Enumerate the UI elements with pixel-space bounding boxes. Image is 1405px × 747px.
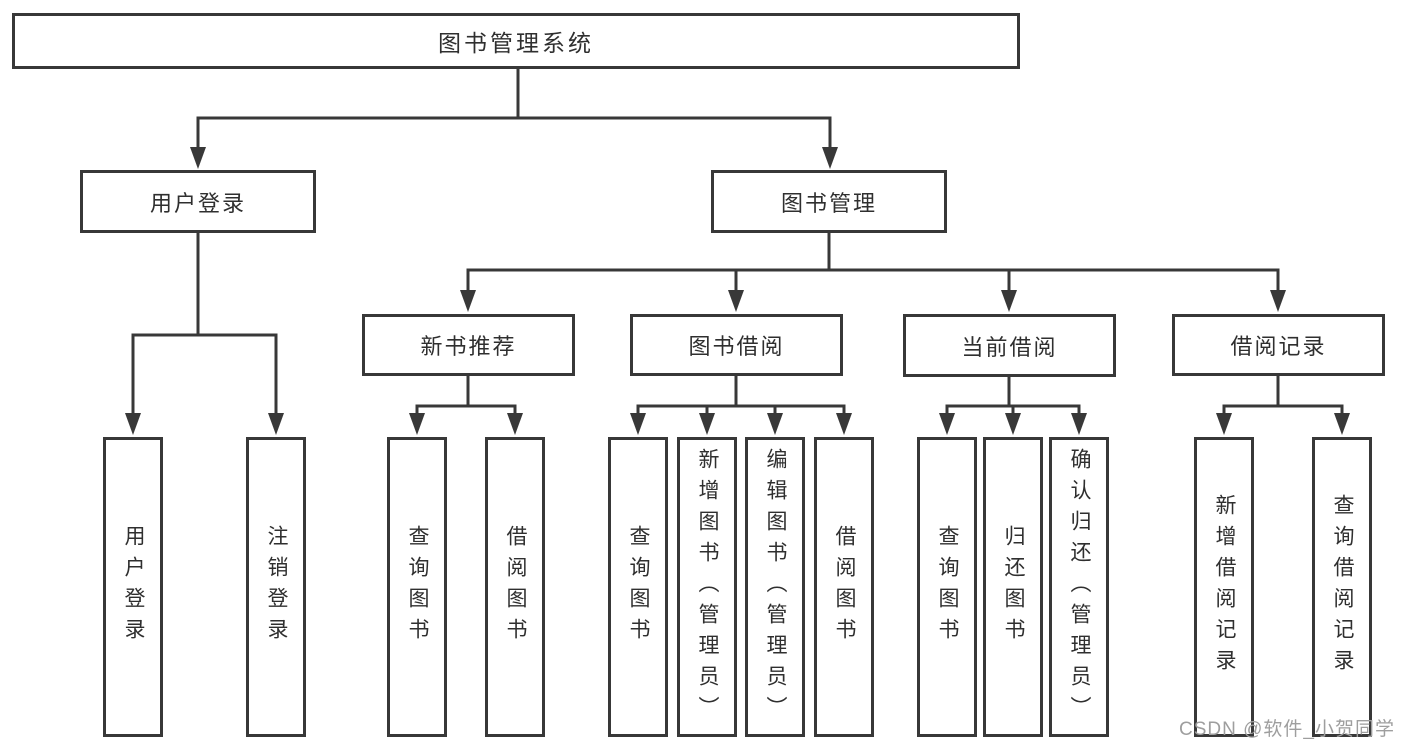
node-user-login: 用户登录 <box>80 170 316 233</box>
csdn-watermark: CSDN @软件_小贺同学 <box>1179 719 1395 740</box>
node-new-book-recommend: 新书推荐 <box>362 314 575 376</box>
leaf-user-login: 用户登录 <box>103 437 163 737</box>
leaf-query-books-borrow: 查询图书 <box>608 437 668 737</box>
leaf-borrow-books: 借阅图书 <box>814 437 874 737</box>
leaf-confirm-return-admin: 确认归还（管理员） <box>1049 437 1109 737</box>
leaf-query-books-current: 查询图书 <box>917 437 977 737</box>
node-current-borrow: 当前借阅 <box>903 314 1116 377</box>
arrowheads <box>125 147 1350 435</box>
leaf-add-book-admin: 新增图书（管理员） <box>677 437 737 737</box>
leaf-query-books-recommend: 查询图书 <box>387 437 447 737</box>
leaf-logout-login: 注销登录 <box>246 437 306 737</box>
node-book-management: 图书管理 <box>711 170 947 233</box>
leaf-borrow-books-recommend: 借阅图书 <box>485 437 545 737</box>
node-book-borrow: 图书借阅 <box>630 314 843 376</box>
leaf-add-borrow-record: 新增借阅记录 <box>1194 437 1254 737</box>
node-borrow-records: 借阅记录 <box>1172 314 1385 376</box>
leaf-query-borrow-record: 查询借阅记录 <box>1312 437 1372 737</box>
leaf-return-book: 归还图书 <box>983 437 1043 737</box>
leaf-edit-book-admin: 编辑图书（管理员） <box>745 437 805 737</box>
node-library-system: 图书管理系统 <box>12 13 1020 69</box>
